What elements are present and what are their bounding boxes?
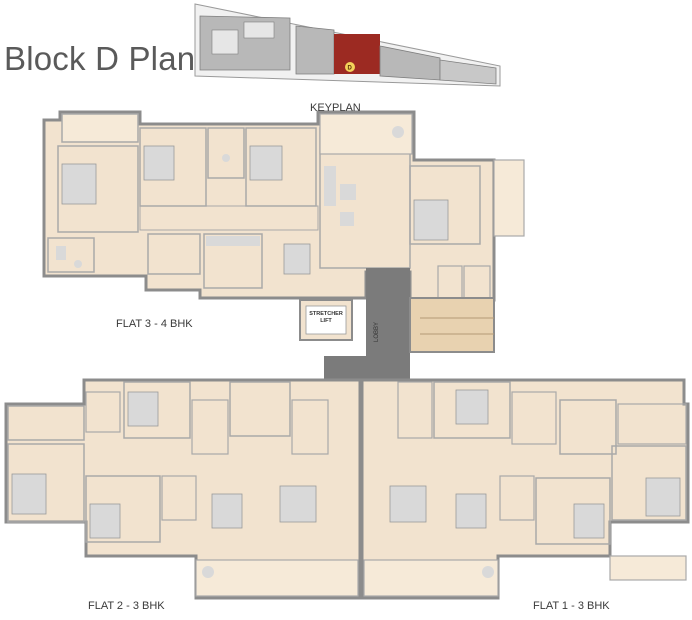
flat-2-label: FLAT 2 - 3 BHK — [88, 600, 165, 612]
flat-3-plan — [42, 110, 525, 302]
staircase — [409, 297, 495, 353]
core-plan — [299, 268, 495, 400]
stretcher-lift-line-1: STRETCHER — [309, 311, 343, 317]
flat-2-plan — [4, 378, 362, 600]
keyplan-label: KEYPLAN — [310, 102, 361, 114]
lobby-label: LOBBY — [374, 321, 380, 342]
flat-1-label: FLAT 1 - 3 BHK — [533, 600, 610, 612]
keyplan-block-d-highlight — [334, 34, 380, 74]
stretcher-lift-line-2: LIFT — [320, 318, 332, 324]
page-title: Block D Plan — [4, 40, 196, 77]
keyplan-marker-letter: D — [348, 66, 353, 72]
keyplan-block-d-marker — [345, 62, 355, 72]
stretcher-lift-label: STRETCHER LIFT — [306, 311, 346, 325]
flat-3-label: FLAT 3 - 4 BHK — [116, 318, 193, 330]
keyplan: D — [194, 3, 501, 87]
flat-1-plan — [360, 378, 690, 600]
